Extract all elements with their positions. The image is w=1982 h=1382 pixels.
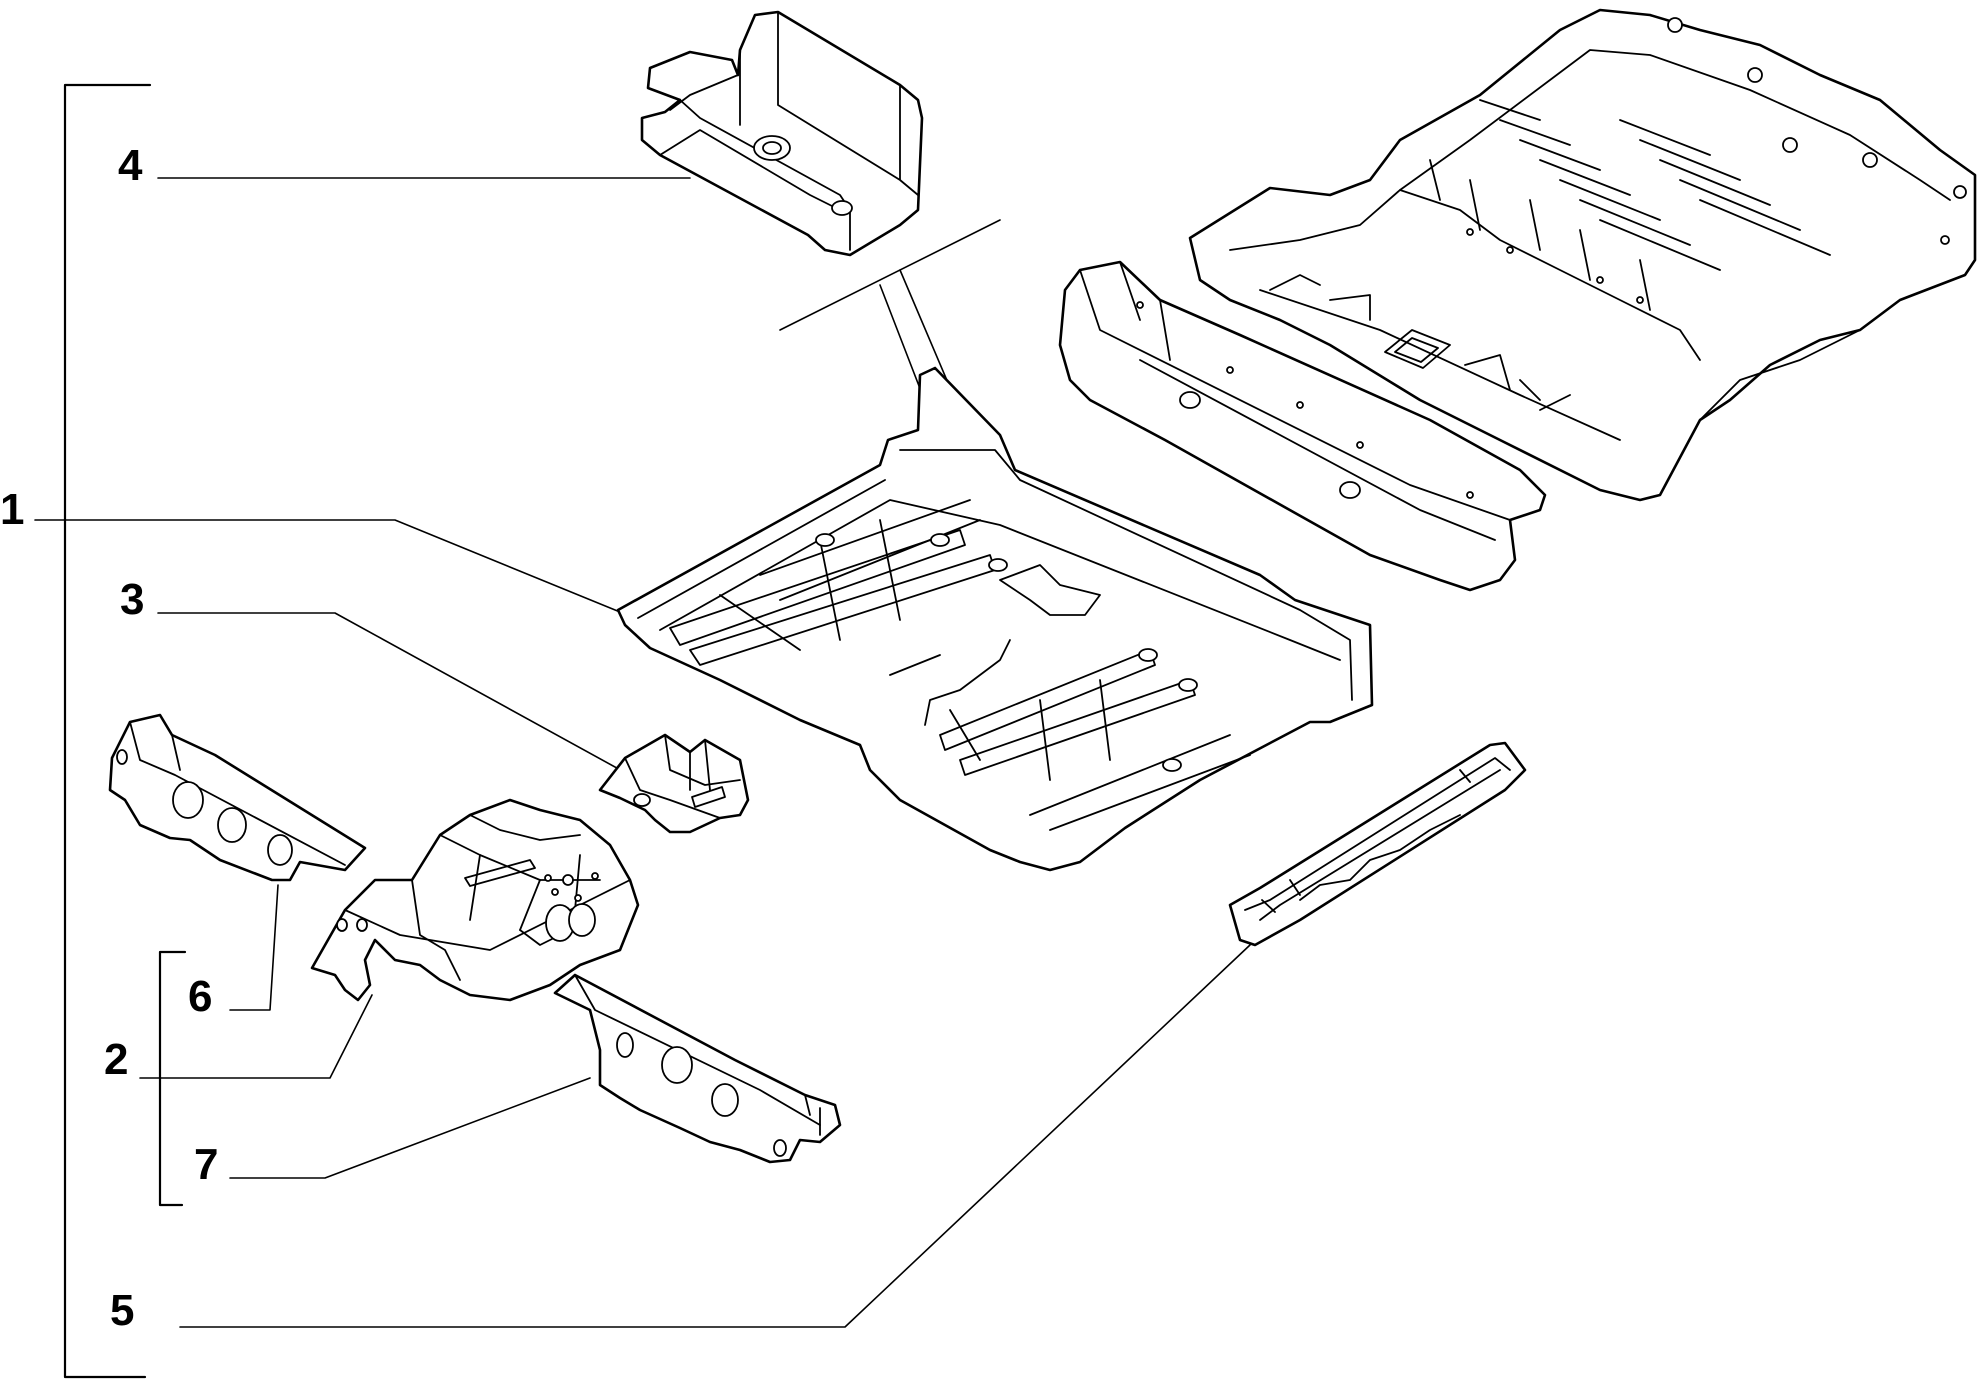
part-1-floor-pan <box>616 366 1374 872</box>
callout-labels: 1 2 3 4 5 6 7 <box>0 141 218 1335</box>
leader-lines <box>34 177 1251 1328</box>
assembly-bracket-1 <box>63 83 152 1379</box>
callout-7: 7 <box>194 1140 218 1189</box>
callout-2: 2 <box>104 1035 128 1084</box>
leader-1 <box>34 519 621 613</box>
part-2-tunnel-member <box>310 798 640 1002</box>
leader-6 <box>229 884 279 1011</box>
callout-5: 5 <box>110 1286 134 1335</box>
leader-3 <box>157 612 636 779</box>
part-3-small-bracket <box>598 733 750 834</box>
leader-2 <box>139 994 373 1079</box>
leader-7 <box>229 1077 591 1179</box>
callout-4: 4 <box>118 141 143 190</box>
part-7-right-member <box>553 973 842 1164</box>
part-1-rear-crossmember <box>1058 260 1547 592</box>
part-6-left-member <box>108 713 367 882</box>
part-5-side-rail <box>1228 741 1527 947</box>
part-1-rear-floor <box>1188 8 1977 502</box>
callout-3: 3 <box>120 575 144 624</box>
callout-1: 1 <box>0 485 24 534</box>
part-4-seat-bracket <box>640 10 924 257</box>
section-line-a <box>779 219 1001 331</box>
callout-6: 6 <box>188 972 212 1021</box>
leader-5 <box>179 944 1251 1328</box>
